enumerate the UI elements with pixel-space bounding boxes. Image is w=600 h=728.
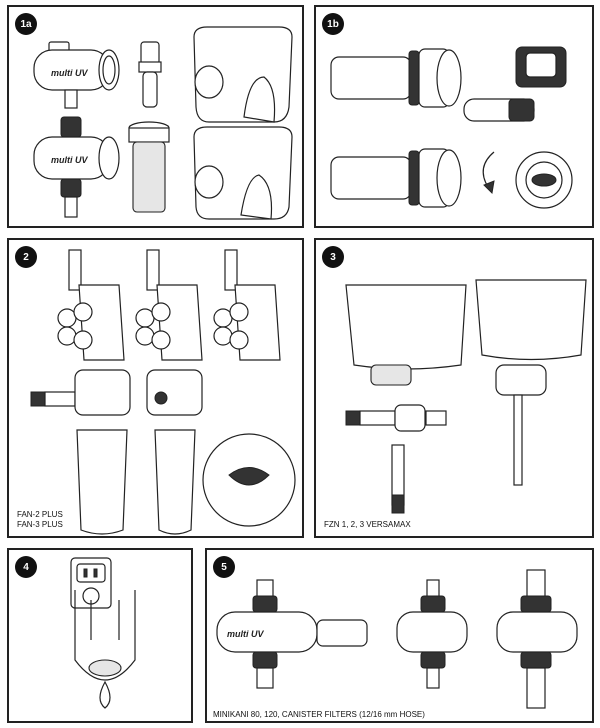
detail-magnifier — [202, 433, 296, 527]
uv-lamp-housing-top — [330, 48, 462, 108]
step-badge-3: 3 — [322, 246, 344, 268]
panel-3: 3 FZN 1, 2, 3 VERSAMAX — [314, 238, 594, 538]
internal-filter-unit-3 — [213, 249, 281, 361]
brand-label: multi UV — [51, 68, 88, 78]
drip-loop-cord-icon — [74, 590, 136, 681]
step-badge-4: 4 — [15, 556, 37, 578]
uv-sterilizer-assembled: multi UV — [33, 116, 120, 218]
panel-2: 2 — [7, 238, 304, 538]
internal-filter-unit-2 — [135, 249, 203, 361]
panel-4: 4 — [7, 548, 193, 723]
uv-attachment-2 — [146, 369, 203, 416]
uv-unit-hose-attached — [496, 569, 578, 709]
lamp-cap-front — [515, 151, 573, 209]
water-drop-icon — [99, 680, 111, 709]
model-caption-line-1: FAN-2 PLUS — [17, 510, 63, 519]
filter-box-top — [193, 26, 293, 123]
step-badge-1b: 1b — [322, 13, 344, 35]
illustration-5: multi UV — [216, 569, 578, 709]
wall-outlet-icon — [70, 557, 112, 609]
step-badge-1a: 1a — [15, 13, 37, 35]
cartridge-part — [128, 121, 170, 213]
internal-filter-unit-1 — [57, 249, 125, 361]
uv-lamp-housing-bottom — [330, 148, 462, 208]
illustration-4 — [70, 557, 136, 709]
filter-sleeve-1 — [76, 429, 128, 535]
model-caption-line-2: FAN-3 PLUS — [17, 520, 63, 529]
hang-on-filter-1 — [345, 284, 467, 386]
illustration-1a: multi UV multi UV — [33, 26, 293, 220]
panel-1a: 1a multi UV multi UV — [7, 5, 304, 228]
uv-bulb — [463, 98, 535, 122]
step-badge-2: 2 — [15, 246, 37, 268]
brand-label: multi UV — [51, 155, 88, 165]
model-caption: FZN 1, 2, 3 VERSAMAX — [324, 520, 411, 529]
filter-box-bottom — [193, 126, 293, 220]
uv-unit-with-canister: multi UV — [216, 579, 368, 689]
model-caption: FAN-2 PLUS FAN-3 PLUS — [17, 510, 63, 530]
lamp-cap-icon — [515, 46, 567, 88]
illustration-1b — [330, 46, 573, 209]
hang-on-filter-2 — [475, 279, 587, 486]
uv-sterilizer-housing: multi UV — [33, 41, 120, 109]
illustration-2 — [30, 249, 296, 535]
illustration-3 — [345, 279, 587, 514]
rotate-arrow-icon — [482, 151, 495, 195]
brand-label: multi UV — [227, 629, 264, 639]
filter-sleeve-2 — [154, 429, 196, 535]
uv-unit-connector — [396, 579, 468, 689]
panel-1b: 1b — [314, 5, 594, 228]
uv-attachment-1 — [30, 369, 131, 416]
uv-attachment — [345, 404, 447, 432]
intake-tube — [391, 444, 405, 514]
model-caption: MINIKANI 80, 120, CANISTER FILTERS (12/1… — [213, 710, 425, 719]
adapter-part — [138, 41, 162, 108]
panel-5: 5 multi UV MINIKANI 80, 120, CANISTER FI… — [205, 548, 594, 723]
step-badge-5: 5 — [213, 556, 235, 578]
